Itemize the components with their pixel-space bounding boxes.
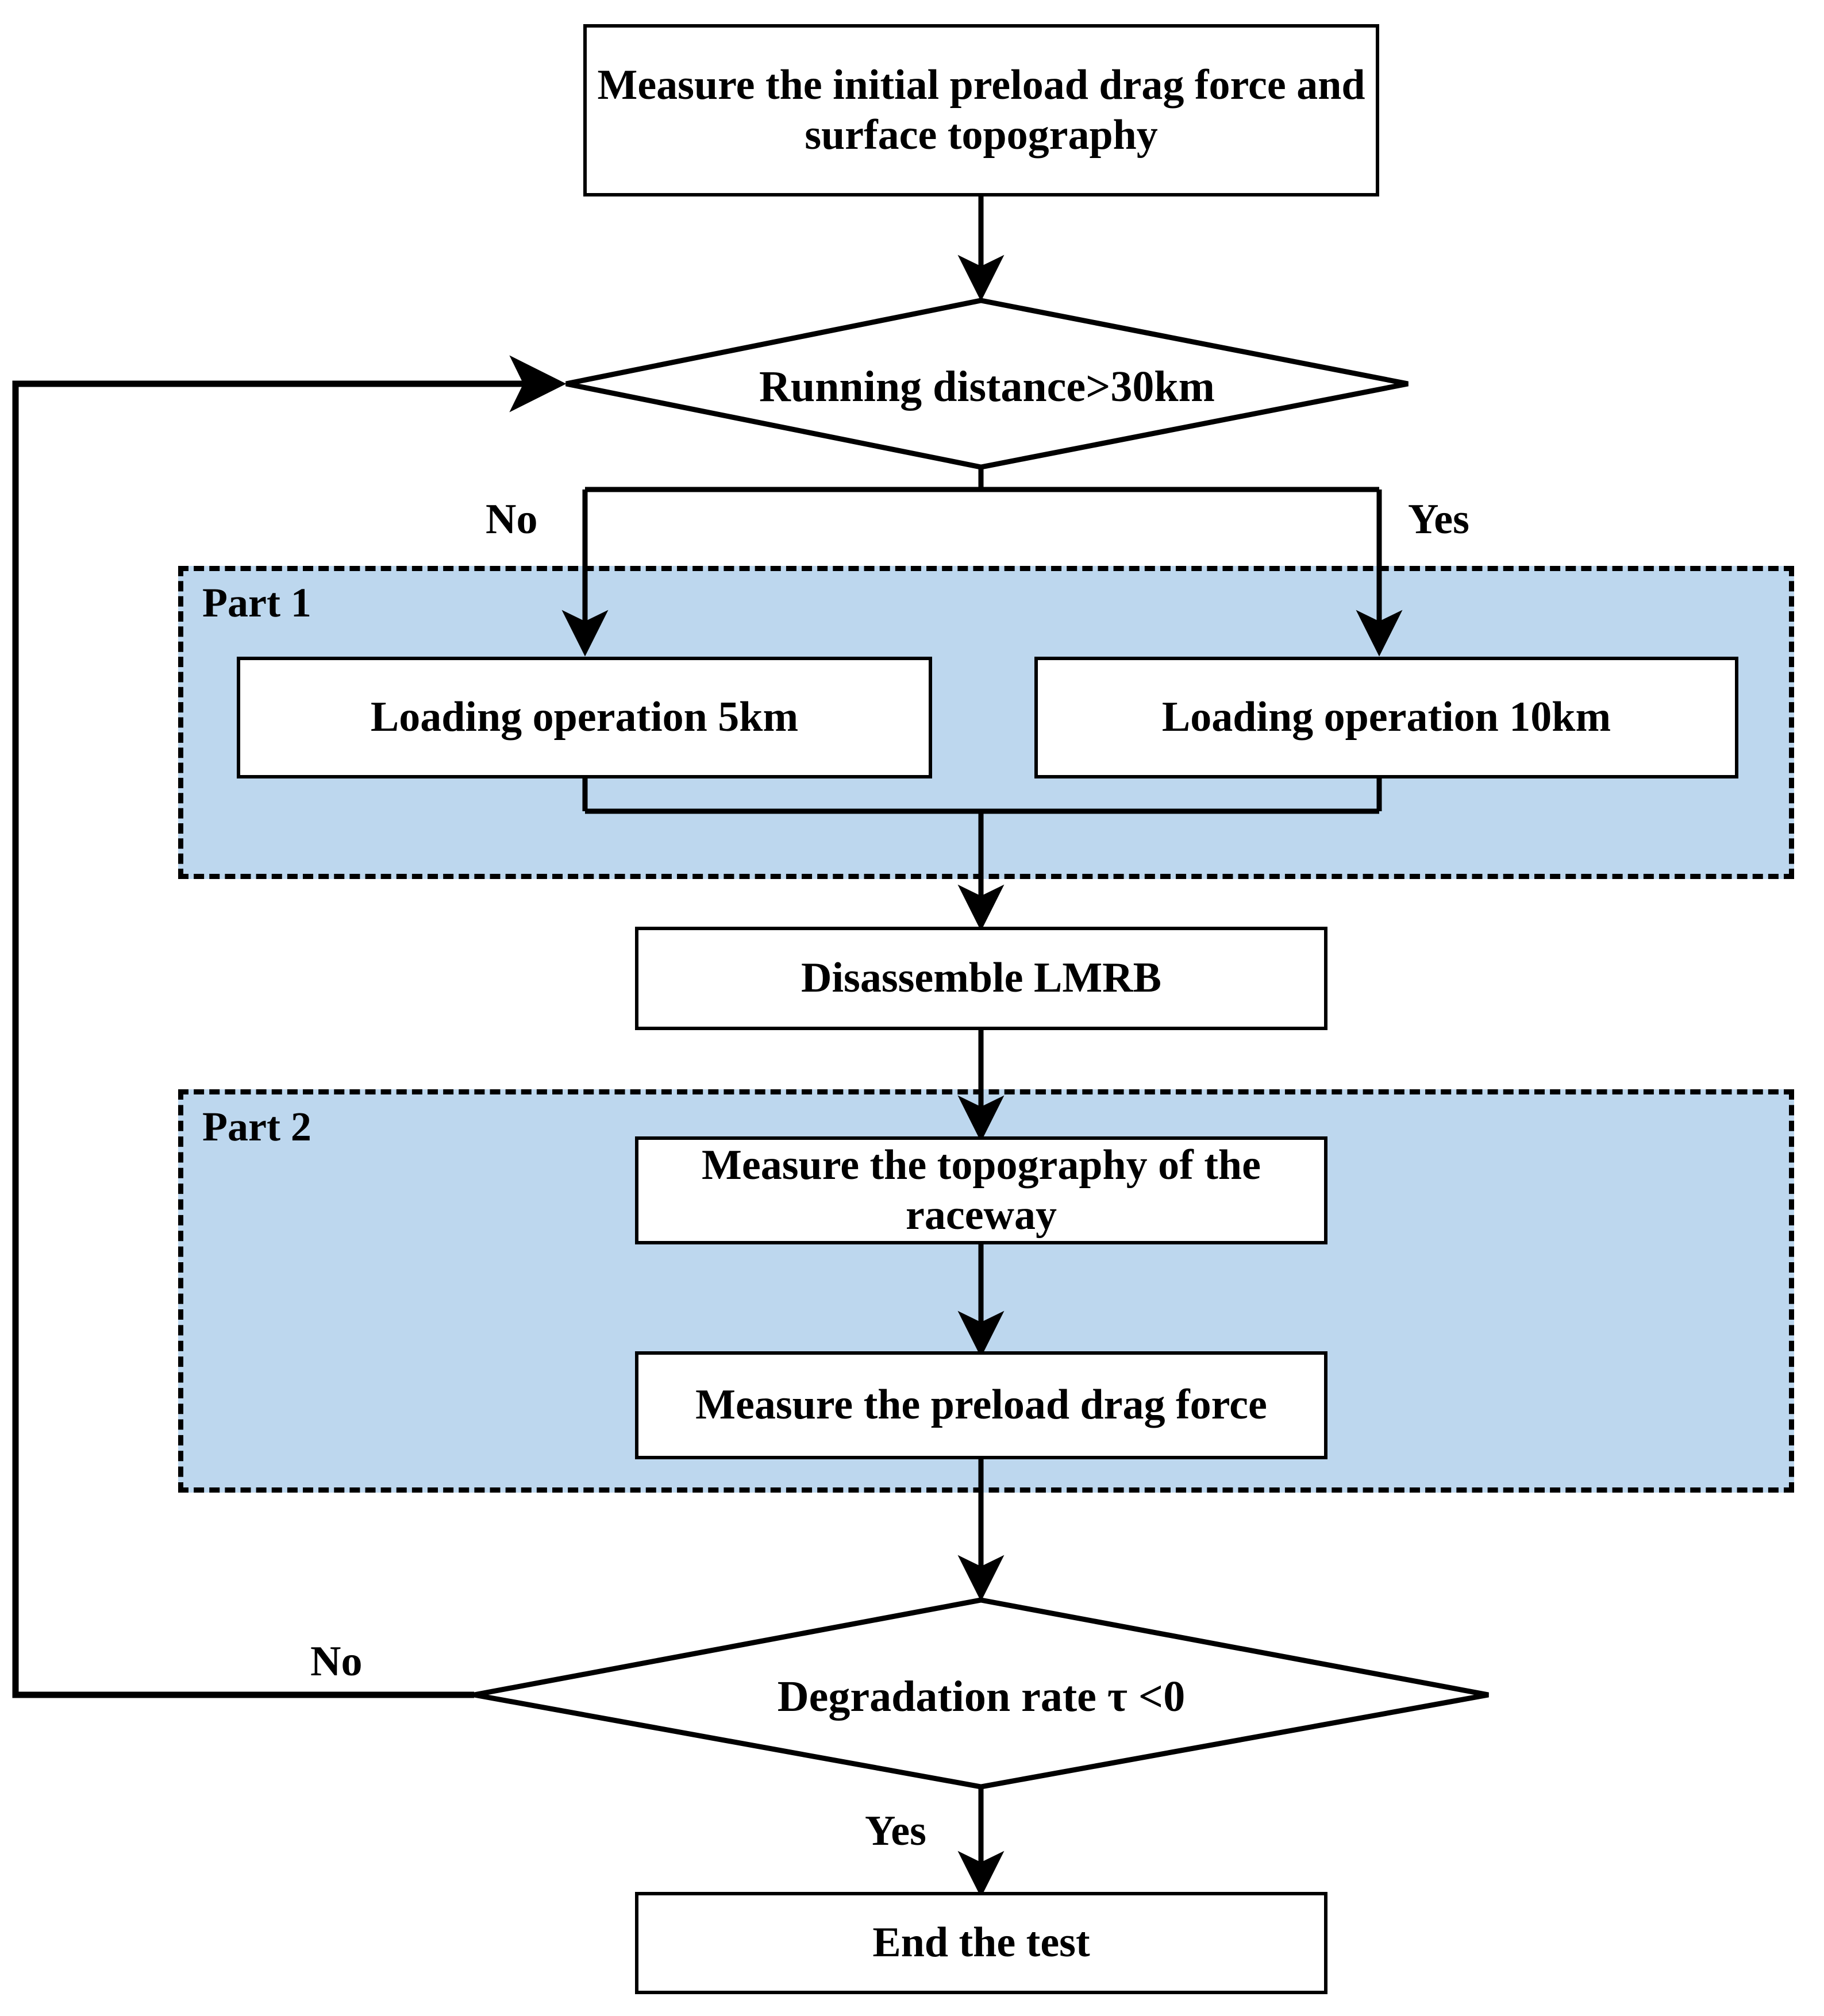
node-disassemble[interactable]: Disassemble LMRB xyxy=(635,927,1327,1030)
node-decision-degradation-label: Degradation rate τ <0 xyxy=(777,1672,1186,1721)
node-start-label: Measure the initial preload drag force a… xyxy=(597,61,1365,159)
node-measure-preload-label: Measure the preload drag force xyxy=(695,1381,1267,1429)
edge-label-distance-no: No xyxy=(486,496,538,543)
node-loading-10km-label: Loading operation 10km xyxy=(1161,693,1611,741)
node-start[interactable]: Measure the initial preload drag force a… xyxy=(583,24,1379,196)
edge-label-distance-yes: Yes xyxy=(1408,496,1469,543)
edge-label-degradation-yes: Yes xyxy=(865,1807,926,1855)
node-end[interactable]: End the test xyxy=(635,1892,1327,1994)
node-measure-preload[interactable]: Measure the preload drag force xyxy=(635,1351,1327,1459)
node-loading-5km[interactable]: Loading operation 5km xyxy=(237,657,932,778)
node-measure-topography[interactable]: Measure the topography of the raceway xyxy=(635,1136,1327,1244)
edge-degradation-no-feedback xyxy=(12,355,567,1698)
node-measure-topography-label: Measure the topography of the raceway xyxy=(702,1141,1261,1239)
node-end-label: End the test xyxy=(872,1919,1090,1967)
edge-label-degradation-no: No xyxy=(310,1638,363,1685)
panel-part-2-label: Part 2 xyxy=(202,1104,311,1150)
node-loading-5km-label: Loading operation 5km xyxy=(370,693,799,741)
node-disassemble-label: Disassemble LMRB xyxy=(801,954,1161,1002)
node-loading-10km[interactable]: Loading operation 10km xyxy=(1034,657,1738,778)
panel-part-1-label: Part 1 xyxy=(202,580,311,626)
node-decision-distance-label: Running distance>30km xyxy=(759,363,1215,411)
